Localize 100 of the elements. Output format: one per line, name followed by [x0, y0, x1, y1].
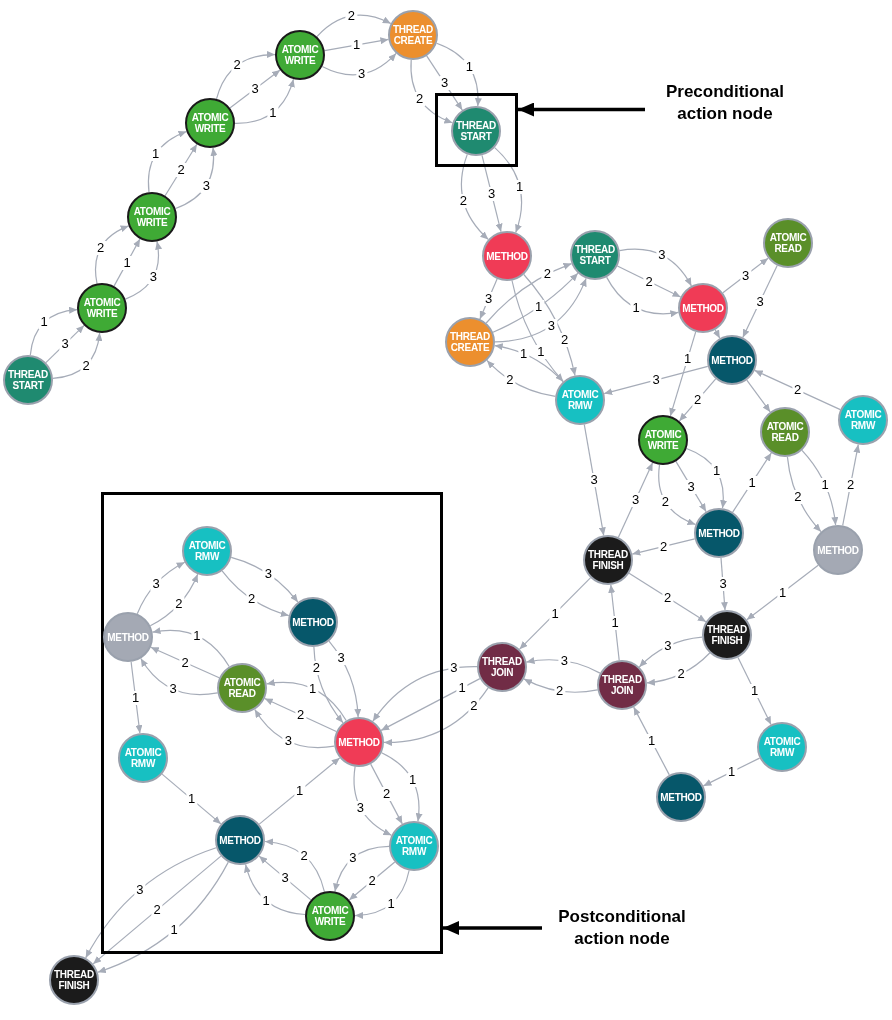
arrow [606, 276, 679, 317]
edge-label: 3 [438, 76, 451, 90]
edge-label: 1 [293, 784, 306, 798]
node-circle: METHOD [334, 717, 384, 767]
node-circle: THREAD JOIN [477, 642, 527, 692]
arrow [313, 646, 344, 724]
edge-label: 2 [151, 903, 163, 917]
arrow [720, 557, 728, 611]
arrow [85, 847, 217, 959]
arrow [230, 556, 299, 603]
arrow [244, 863, 306, 916]
arrow [383, 687, 489, 746]
edge-label: 3 [354, 800, 366, 815]
arrow [264, 838, 325, 893]
edge-label: 1 [456, 680, 468, 695]
node-circle: THREAD CREATE [388, 10, 438, 60]
edge-label: 1 [129, 690, 142, 705]
edge-label: 2 [457, 193, 469, 208]
arrow [786, 456, 822, 533]
arrow [150, 646, 220, 679]
edge-label: 3 [545, 318, 557, 333]
edge-label: 1 [776, 585, 789, 600]
callout-text: Postconditional action node [542, 905, 702, 951]
arrow [617, 462, 654, 538]
node-circle: ATOMIC RMW [182, 526, 232, 576]
node-circle: METHOD [656, 772, 706, 822]
edge-label: 1 [185, 792, 198, 806]
arrow [494, 277, 587, 343]
arrow [494, 147, 523, 234]
edge-label: 1 [532, 300, 545, 315]
arrow [525, 657, 601, 674]
node-circle: ATOMIC RMW [118, 733, 168, 783]
arrow [258, 757, 341, 825]
edge-label: 2 [659, 494, 671, 509]
arrow [29, 307, 78, 356]
arrow [436, 42, 482, 107]
edge-label: 2 [175, 163, 187, 177]
edge-label: 2 [310, 660, 322, 675]
edge-label: 1 [819, 477, 831, 492]
arrow [523, 678, 599, 693]
edge-label: 1 [746, 475, 758, 490]
arrow [324, 37, 389, 52]
edge-label: 3 [482, 292, 495, 306]
arrow [518, 102, 645, 117]
arrow [52, 332, 103, 379]
node-circle: METHOD [694, 508, 744, 558]
arrow [746, 564, 819, 621]
edge-label: 2 [179, 655, 191, 670]
edge-label: 1 [711, 464, 723, 479]
edge-label: 1 [260, 893, 272, 908]
node-circle: METHOD [813, 525, 863, 575]
arrow [229, 69, 281, 109]
edge-label: 3 [650, 373, 662, 387]
edge-label: 3 [685, 479, 697, 494]
node-circle: ATOMIC WRITE [77, 283, 127, 333]
edge-label: 2 [675, 666, 687, 681]
arrow [633, 706, 670, 776]
arrow [97, 861, 229, 973]
arrow [631, 538, 696, 556]
edge-label: 1 [645, 734, 658, 748]
node-circle: METHOD [482, 231, 532, 281]
edge-label: 2 [173, 597, 185, 612]
arrow [321, 52, 397, 76]
edge-label: 3 [279, 871, 291, 885]
arrow [264, 697, 337, 733]
edge-label: 1 [535, 345, 547, 360]
edge-label: 2 [657, 539, 670, 554]
edge-label: 2 [643, 274, 655, 289]
edge-label: 2 [691, 393, 704, 407]
edge-label: 2 [298, 848, 310, 863]
node-circle: THREAD FINISH [702, 610, 752, 660]
arrow [215, 51, 276, 100]
edge-label: 2 [791, 383, 804, 397]
edge-label: 1 [514, 179, 526, 194]
arrow [737, 656, 772, 726]
edge-label: 3 [150, 576, 162, 591]
edge-label: 3 [134, 882, 146, 897]
node-circle: ATOMIC WRITE [127, 192, 177, 242]
node-circle: ATOMIC RMW [555, 375, 605, 425]
edge-label: 1 [682, 351, 694, 366]
edge-label: 3 [147, 270, 159, 284]
arrow [658, 464, 697, 526]
edge-label: 1 [748, 684, 761, 698]
edge-label: 1 [168, 923, 180, 938]
arrow [583, 424, 606, 536]
edge-label: 1 [549, 606, 561, 621]
edge-label: 1 [191, 628, 203, 643]
node-circle: ATOMIC WRITE [638, 415, 688, 465]
arrow [161, 773, 222, 825]
arrow [801, 449, 839, 526]
arrow [746, 379, 771, 413]
edge-label: 1 [267, 105, 279, 120]
arrow [646, 652, 711, 686]
edge-label: 3 [588, 473, 600, 487]
arrow [619, 248, 692, 287]
node-circle: METHOD [103, 612, 153, 662]
node-circle: METHOD [678, 283, 728, 333]
highlight-frame [435, 93, 518, 167]
arrow [712, 329, 721, 339]
arrow [523, 273, 577, 377]
